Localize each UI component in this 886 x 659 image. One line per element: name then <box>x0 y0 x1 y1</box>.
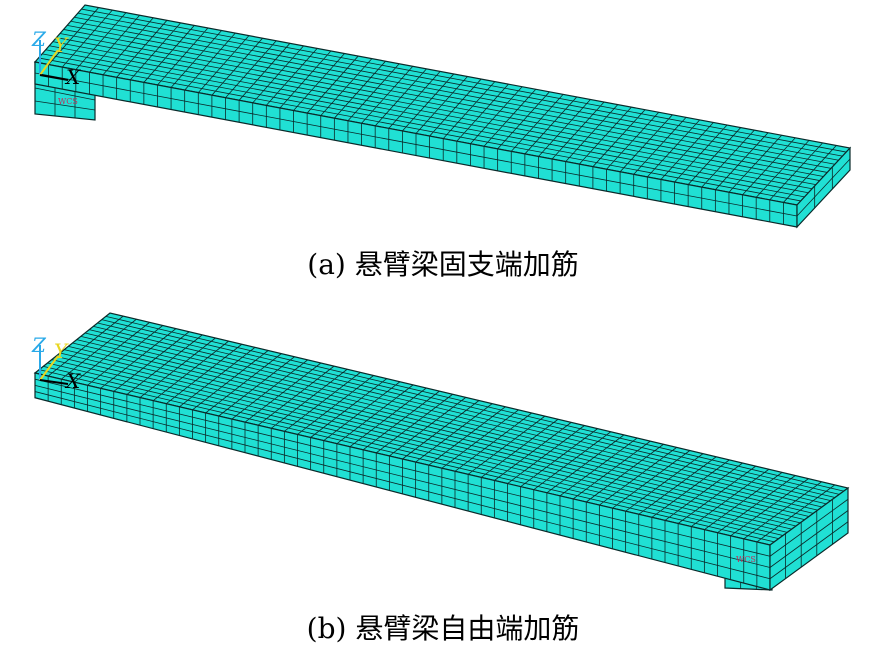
beam-front-face-grid-line <box>34 384 771 568</box>
beam-top-face-grid-line <box>70 20 835 165</box>
figure-panel-a: Z Y X WCS <box>0 0 886 240</box>
beam-end-face-grid-line <box>769 510 849 568</box>
beam-top-face-grid-line <box>80 335 818 511</box>
axis-z-label: Z <box>31 27 47 51</box>
beam-top-face-grid-line <box>72 342 810 517</box>
axis-y-label: Y <box>54 339 69 363</box>
beam-end-face-grid-line <box>769 498 849 557</box>
beam-top-face-grid-line <box>101 319 840 495</box>
beam-top-face-grid-line <box>39 369 775 543</box>
beam-top-face-grid-line <box>42 53 805 198</box>
wcs-label: WCS <box>58 97 78 106</box>
beam-top-face-grid-line <box>93 325 831 502</box>
beam-top-face-grid-line <box>45 49 809 194</box>
beam-top-face-grid-line <box>64 349 801 524</box>
caption-b: (b) 悬臂梁自由端加筋 <box>306 612 580 645</box>
beam-top-face-grid-line <box>84 332 823 508</box>
beam-end-face-grid-line <box>796 158 851 217</box>
beam-top-face-grid-line <box>74 16 839 161</box>
beam-top-face-grid-line <box>89 329 827 505</box>
beam-top-face-grid-line <box>56 37 820 181</box>
axis-x-label: X <box>64 369 81 393</box>
beam-top-face-grid-line <box>81 8 847 153</box>
beam-top-face-grid-line <box>105 315 844 492</box>
beam-top-face-grid-line <box>38 57 801 202</box>
beam-top-face-grid-line <box>63 29 828 173</box>
beam-mesh-fixed-end-stiffened: Z Y X WCS <box>31 4 852 229</box>
mesh-group <box>33 312 850 592</box>
axis-x-label: X <box>64 65 81 89</box>
beam-top-face-grid-line <box>77 12 843 157</box>
beam-top-face-grid-line <box>59 33 824 177</box>
beam-top-face-grid-line <box>49 45 813 190</box>
axis-y-label: Y <box>54 33 69 57</box>
beam-top-face-grid-line <box>97 322 836 498</box>
beam-top-face-grid-line <box>68 345 805 521</box>
beam-top-face-grid-line <box>59 352 797 527</box>
beam-front-face-grid-line <box>34 391 771 580</box>
caption-a: (a) 悬臂梁固支端加筋 <box>307 248 579 281</box>
beam-top-face-grid-line <box>52 41 817 186</box>
figure-panel-b: Z Y X WCS <box>0 300 886 608</box>
beam-top-face-grid-line <box>55 355 792 530</box>
beam-mesh-free-end-stiffened: Z Y X WCS <box>31 312 850 592</box>
beam-top-face-grid-line <box>67 24 832 169</box>
beam-top-face-grid-line <box>43 365 779 540</box>
coordinate-triad: Z Y X WCS <box>31 27 81 106</box>
beam-end-face-grid-line <box>769 521 849 580</box>
coordinate-triad: Z Y X WCS <box>31 333 756 564</box>
stiffener-front-face-grid-line <box>34 100 96 111</box>
beam-top-face-grid-line <box>76 339 814 514</box>
axis-z-label: Z <box>31 333 47 357</box>
beam-front-face-grid-line <box>34 378 771 557</box>
beam-top-face-grid-line <box>51 359 788 533</box>
mesh-group <box>33 4 852 229</box>
stiffener-front-face-grid-line <box>34 87 96 101</box>
beam-front-face-grid-line <box>34 72 798 217</box>
wcs-label: WCS <box>736 555 756 564</box>
beam-top-face-grid-line <box>47 362 784 536</box>
